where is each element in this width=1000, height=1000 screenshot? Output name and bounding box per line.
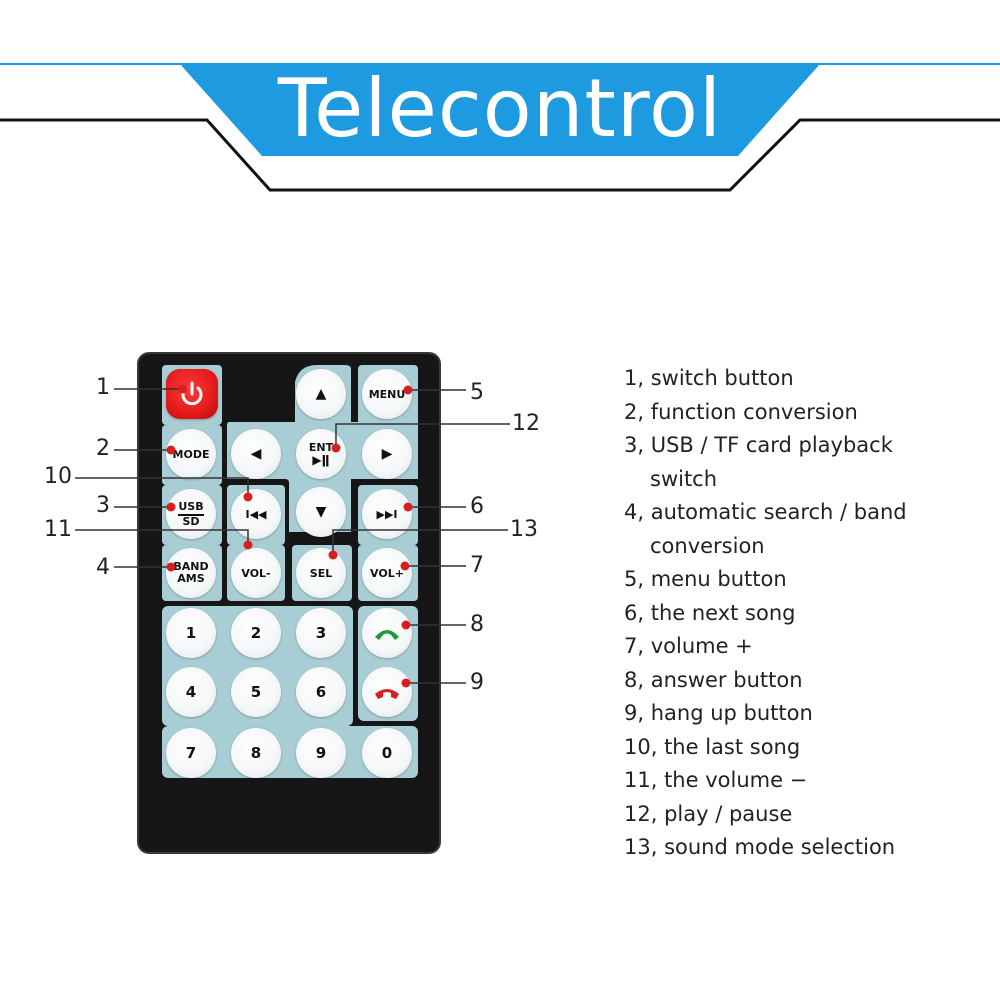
number-button-2[interactable]: 2	[231, 608, 281, 658]
callout-8: 8	[470, 612, 484, 637]
callout-10: 10	[44, 464, 72, 489]
usb-label: USB	[178, 500, 204, 516]
callout-5: 5	[470, 380, 484, 405]
legend-item-2: 2, function conversion	[624, 399, 858, 424]
number-button-1[interactable]: 1	[166, 608, 216, 658]
callout-13: 13	[510, 517, 538, 542]
power-icon	[181, 381, 203, 406]
button-legend: 1, switch button 2, function conversion …	[624, 362, 994, 865]
hang-up-button[interactable]	[362, 667, 412, 717]
band-ams-button[interactable]: BAND AMS	[166, 548, 216, 598]
legend-item-4: 4, automatic search / band	[624, 500, 907, 524]
legend-item-11: 11, the volume −	[624, 768, 808, 792]
legend-item-12: 12, play / pause	[624, 801, 793, 826]
callout-6: 6	[470, 494, 484, 519]
number-button-4[interactable]: 4	[166, 667, 216, 717]
legend-item-6: 6, the next song	[624, 600, 796, 625]
number-button-5[interactable]: 5	[231, 667, 281, 717]
number-button-8[interactable]: 8	[231, 728, 281, 778]
up-button[interactable]: ▲	[296, 369, 346, 419]
number-button-6[interactable]: 6	[296, 667, 346, 717]
number-button-0[interactable]: 0	[362, 728, 412, 778]
band-label: BAND	[173, 560, 209, 573]
legend-item-3: 3, USB / TF card playback	[624, 433, 893, 457]
ent-play-pause-button[interactable]: ENT ▶ǁ	[296, 429, 346, 479]
callout-2: 2	[96, 436, 110, 461]
number-button-7[interactable]: 7	[166, 728, 216, 778]
left-button[interactable]: ◀	[231, 429, 281, 479]
legend-item-4-continued: conversion	[650, 533, 765, 558]
mode-button[interactable]: MODE	[166, 429, 216, 479]
right-button[interactable]: ▶	[362, 429, 412, 479]
sel-button[interactable]: SEL	[296, 548, 346, 598]
menu-button[interactable]: MENU	[362, 369, 412, 419]
legend-item-8: 8, answer button	[624, 667, 803, 692]
play-pause-icon: ▶ǁ	[312, 453, 330, 467]
callout-1: 1	[96, 375, 110, 400]
legend-item-1: 1, switch button	[624, 366, 794, 390]
callout-3: 3	[96, 493, 110, 518]
banner-outline	[0, 118, 1000, 192]
callout-4: 4	[96, 555, 110, 580]
sd-label: SD	[182, 514, 200, 528]
legend-item-10: 10, the last song	[624, 734, 801, 759]
vol-minus-button[interactable]: VOL-	[231, 548, 281, 598]
usb-sd-button[interactable]: USB SD	[166, 489, 216, 539]
next-track-button[interactable]: ▶▶I	[362, 489, 412, 539]
number-button-9[interactable]: 9	[296, 728, 346, 778]
legend-item-3-continued: switch	[650, 466, 718, 491]
page-title: Telecontrol	[277, 62, 723, 155]
legend-item-9: 9, hang up button	[624, 701, 813, 725]
legend-item-5: 5, menu button	[624, 567, 787, 591]
number-button-3[interactable]: 3	[296, 608, 346, 658]
banner-trapezoid	[180, 64, 820, 156]
phone-hangup-icon	[375, 689, 399, 699]
power-button[interactable]	[166, 369, 218, 419]
callout-7: 7	[470, 553, 484, 578]
legend-item-7: 7, volume +	[624, 634, 753, 658]
callout-11: 11	[44, 517, 72, 542]
down-button[interactable]: ▼	[296, 487, 346, 537]
remote-control: ▲ MENU MODE ◀ ENT ▶ǁ ▶ USB SD I◀◀ ▼ ▶▶I …	[137, 352, 441, 854]
ent-label: ENT	[308, 441, 334, 454]
callout-9: 9	[470, 670, 484, 695]
vol-plus-button[interactable]: VOL+	[362, 548, 412, 598]
callout-12: 12	[512, 411, 540, 436]
ams-label: AMS	[177, 572, 205, 585]
header-banner	[0, 63, 1000, 192]
phone-answer-icon	[375, 630, 399, 640]
legend-item-13: 13, sound mode selection	[624, 835, 896, 859]
prev-track-button[interactable]: I◀◀	[231, 489, 281, 539]
answer-call-button[interactable]	[362, 608, 412, 658]
